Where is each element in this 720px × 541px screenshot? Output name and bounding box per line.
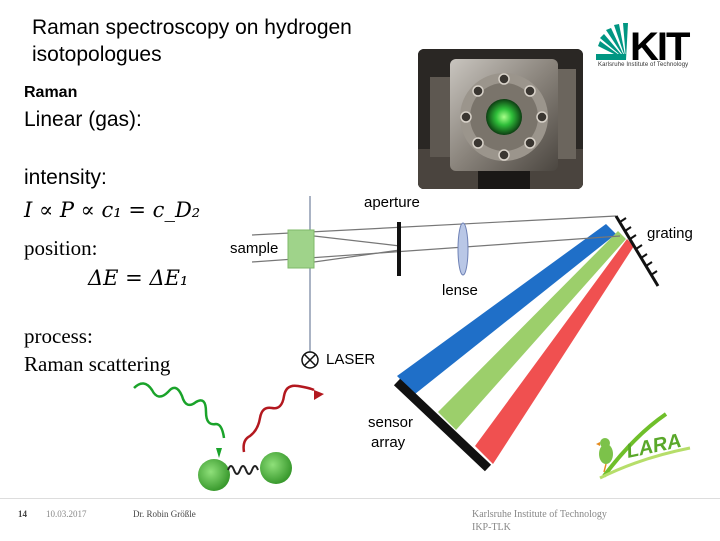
aperture-plate: [397, 222, 401, 276]
aperture-label: aperture: [364, 194, 420, 211]
footer-department: IKP-TLK: [472, 522, 511, 533]
scattered-photon-wave-icon: [244, 386, 324, 452]
footer-institute: Karlsruhe Institute of Technology: [472, 509, 607, 520]
laser-symbol-icon: [302, 352, 318, 368]
laser-label: LASER: [326, 351, 375, 368]
sample-cell: [288, 230, 314, 268]
sample-label: sample: [230, 240, 278, 257]
page-number: 14: [18, 509, 27, 519]
lense-element: [458, 223, 468, 275]
slide-footer: 14 10.03.2017 Dr. Robin Größle Karlsruhe…: [0, 498, 720, 541]
molecule-icon: [198, 452, 292, 491]
grating-label: grating: [647, 225, 693, 242]
lense-label: lense: [442, 282, 478, 299]
footer-date: 10.03.2017: [46, 509, 87, 519]
sensor-label: sensor: [368, 414, 413, 431]
array-label: array: [371, 434, 405, 451]
lara-logo: LARA: [596, 414, 690, 478]
footer-author: Dr. Robin Größle: [133, 509, 196, 519]
incoming-photon-wave-icon: [134, 383, 224, 458]
